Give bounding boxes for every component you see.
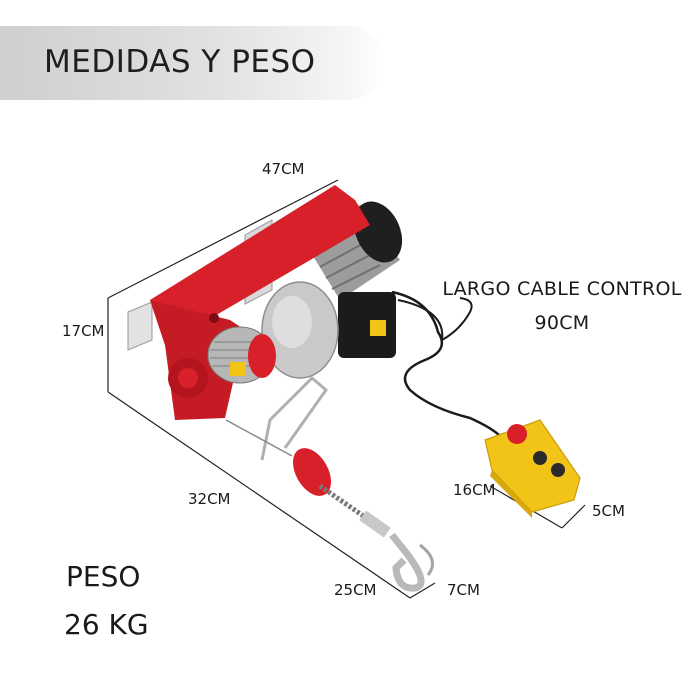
dimension-line-control-width (561, 504, 586, 529)
control-cable (391, 290, 501, 437)
dimension-height: 17CM (62, 322, 105, 340)
control-cable-value: 90CM (534, 312, 590, 334)
weight-value: 26 KG (64, 608, 149, 641)
dimension-hook-length: 25CM (334, 581, 377, 599)
weight-label: PESO (66, 560, 141, 593)
pendant-controller (484, 419, 581, 518)
control-cable-label: LARGO CABLE CONTROL (442, 278, 682, 300)
control-cable-info: LARGO CABLE CONTROL 90CM (432, 272, 692, 340)
dimension-line-bottom (107, 391, 279, 509)
page-title: MEDIDAS Y PESO (44, 44, 316, 80)
dimension-hook-width: 7CM (447, 581, 480, 599)
gearbox (261, 281, 339, 379)
dimension-length: 47CM (262, 160, 305, 178)
emergency-stop-icon (507, 424, 527, 444)
hook-assembly (225, 419, 434, 592)
dimension-control-width: 5CM (592, 502, 625, 520)
dimension-depth: 32CM (188, 490, 231, 508)
safety-arm (260, 375, 329, 461)
down-button-icon (551, 463, 565, 477)
title-banner (0, 26, 385, 100)
dimension-line-hook-width (409, 582, 436, 599)
up-button-icon (533, 451, 547, 465)
dimension-control-height: 16CM (453, 481, 496, 499)
control-cable-loop (397, 297, 473, 342)
dimension-line-top (107, 179, 339, 299)
dimension-lines (107, 179, 586, 599)
red-frame (150, 185, 370, 420)
cable-drum (207, 326, 276, 384)
dimension-line-hook (277, 507, 411, 599)
